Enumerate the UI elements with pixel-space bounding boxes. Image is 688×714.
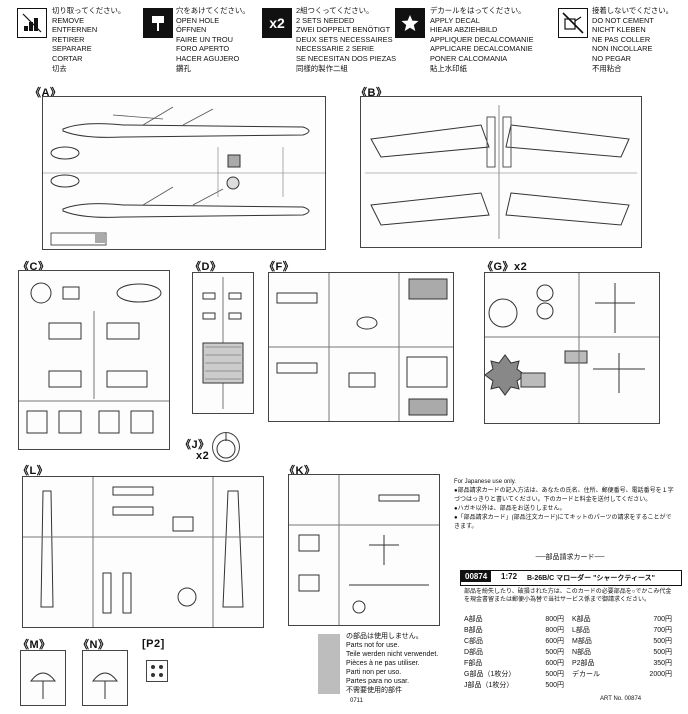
parts-right-row: M部品 500円 [572, 636, 672, 646]
sprue-j [212, 432, 240, 462]
parts-right-price: 350円 [653, 660, 672, 667]
sprue-g [484, 272, 660, 424]
parts-left-price: 500円 [545, 649, 564, 656]
sprue-j-drawing [216, 433, 236, 459]
japanese-notice: For Japanese use only. ●部品請求カードの記入方法は、あな… [454, 479, 674, 530]
sprue-c-drawing [19, 282, 169, 434]
parts-card-name: B-26B/C マローダー "シャークティース" [527, 575, 655, 582]
parts-right-price: 2000円 [649, 671, 672, 678]
unused-parts-notice: の部品は使用しません。 Parts not for use. Teile wer… [346, 633, 439, 694]
parts-left-label: B部品 [464, 627, 483, 634]
star-icon [395, 8, 425, 38]
parts-left-row: J部品（1枚分） 500円 [464, 680, 564, 690]
drill-icon [143, 8, 173, 38]
section-label-n: 《N》 [78, 639, 110, 651]
parts-right-price: 700円 [653, 627, 672, 634]
parts-right-row: N部品 500円 [572, 647, 672, 657]
sprue-c [18, 270, 170, 450]
parts-left-price: 600円 [545, 638, 564, 645]
sprue-k-drawing [289, 475, 439, 625]
parts-right-label: デカール [572, 671, 600, 678]
unused-parts-code: 0711 [350, 698, 363, 704]
section-label-l: 《L》 [18, 465, 49, 477]
unused-parts-swatch [318, 634, 340, 694]
parts-card-code: 00874 [461, 571, 492, 582]
parts-card-art-no: ART No. 00874 [600, 696, 642, 702]
parts-left-price: 500円 [545, 671, 564, 678]
parts-card: ──部品請求カード── 00874 1:72 B-26B/C マローダー "シャ… [460, 538, 682, 703]
x2-icon: x2 [262, 8, 292, 38]
parts-right-label: L部品 [572, 627, 590, 634]
sprue-a-drawing [43, 106, 325, 246]
sprue-n-drawing [91, 672, 119, 699]
sprue-p2-drawing [151, 665, 163, 677]
sprue-b [360, 96, 642, 248]
sprue-l-drawing [23, 477, 263, 627]
section-label-j-x2: x2 [196, 450, 210, 462]
sprue-a [42, 96, 326, 250]
sprue-k [288, 474, 440, 626]
parts-right-price: 700円 [653, 616, 672, 623]
parts-left-row: C部品 600円 [464, 636, 564, 646]
sprue-n [82, 650, 128, 706]
section-label-m: 《M》 [18, 639, 51, 651]
sprue-p2 [146, 660, 168, 682]
parts-left-row: G部品（1枚分） 500円 [464, 669, 564, 679]
parts-right-label: P2部品 [572, 660, 595, 667]
sprue-d-drawing [202, 277, 244, 409]
parts-left-row: D部品 500円 [464, 647, 564, 657]
section-label-j: 《J》 [180, 439, 210, 451]
parts-left-row: B部品 800円 [464, 625, 564, 635]
section-label-p2: [P2] [142, 638, 165, 650]
parts-left-label: F部品 [464, 660, 483, 667]
sprue-f-drawing [269, 273, 453, 421]
x2-icon-label: x2 [269, 15, 285, 31]
sprue-b-drawing [365, 105, 637, 239]
parts-card-scale: 1:72 [501, 572, 518, 581]
parts-left-row: F部品 600円 [464, 658, 564, 668]
parts-left-label: A部品 [464, 616, 483, 623]
parts-right-label: K部品 [572, 616, 591, 623]
sprue-f [268, 272, 454, 422]
sprue-d [192, 272, 254, 414]
parts-left-price: 800円 [545, 627, 564, 634]
section-label-d: 《D》 [190, 261, 222, 273]
parts-right-label: M部品 [572, 638, 592, 645]
no-cement-icon [558, 8, 588, 38]
parts-right-row: L部品 700円 [572, 625, 672, 635]
parts-right-price: 500円 [653, 638, 672, 645]
sprue-g-drawing [484, 273, 659, 423]
parts-right-row: P2部品 350円 [572, 658, 672, 668]
section-label-f: 《F》 [264, 261, 295, 273]
parts-left-label: J部品（1枚分） [464, 682, 514, 689]
sprue-l [22, 476, 264, 628]
header-decal-text: デカールをはってください。 APPLY DECAL HIEAR ABZIEHBI… [430, 6, 534, 73]
cut-icon [17, 8, 47, 38]
parts-right-price: 500円 [653, 649, 672, 656]
header-no-cement-text: 接着しないでください。 DO NOT CEMENT NICHT KLEBEN N… [592, 6, 674, 73]
parts-left-price: 600円 [545, 660, 564, 667]
header-cut-text: 切り取ってください。 REMOVE ENTFERNEN RETIRER SEPA… [52, 6, 126, 73]
sprue-m-drawing [29, 672, 57, 699]
parts-card-title: ──部品請求カード── [535, 554, 605, 561]
parts-card-header: 00874 1:72 B-26B/C マローダー "シャークティース" [460, 570, 682, 586]
parts-left-row: A部品 800円 [464, 614, 564, 624]
header-x2-text: 2組つくってください。 2 SETS NEEDED ZWEI DOPPELT B… [296, 6, 397, 73]
parts-right-label: N部品 [572, 649, 592, 656]
sprue-m [20, 650, 66, 706]
parts-card-desc: 部品を紛失したり、破損された方は、このカードの必要部品を○でかこみ代金を現金書留… [464, 589, 672, 603]
parts-right-row: デカール 2000円 [572, 669, 672, 679]
section-label-g: 《G》x2 [482, 261, 528, 273]
parts-left-label: D部品 [464, 649, 484, 656]
parts-left-price: 500円 [545, 682, 564, 689]
parts-left-label: G部品（1枚分） [464, 671, 516, 678]
parts-right-row: K部品 700円 [572, 614, 672, 624]
header-drill-text: 穴をあけてください。 OPEN HOLE ÖFFNEN FAIRE UN TRO… [176, 6, 250, 73]
parts-left-price: 800円 [545, 616, 564, 623]
parts-left-label: C部品 [464, 638, 484, 645]
